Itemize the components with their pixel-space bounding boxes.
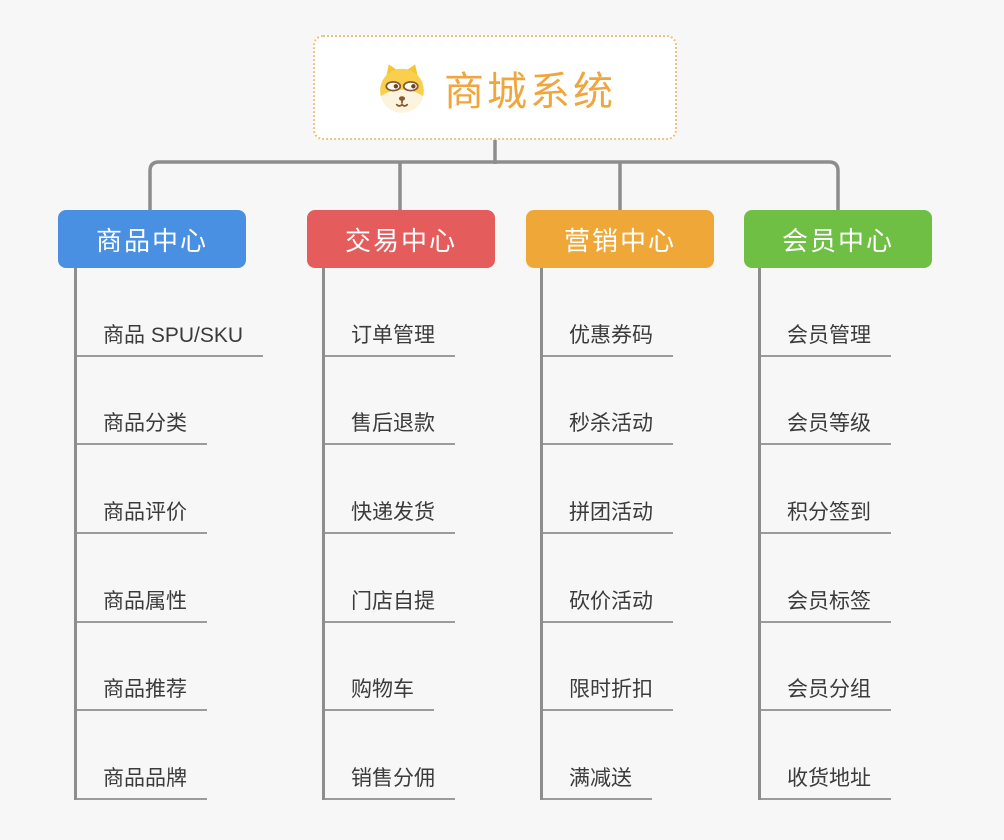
branch-label: 交易中心	[344, 225, 457, 256]
leaf-node[interactable]: 快递发货	[325, 496, 455, 535]
branch-label: 会员中心	[781, 225, 894, 256]
branch-node-marketing-center[interactable]: 营销中心	[526, 210, 714, 268]
leaf-node[interactable]: 商品推荐	[77, 673, 207, 712]
item-cell: 满减送	[543, 711, 780, 801]
leaf-node[interactable]: 积分签到	[761, 496, 891, 535]
leaf-node[interactable]: 秒杀活动	[543, 407, 673, 446]
item-cell: 商品品牌	[77, 711, 314, 801]
leaf-node[interactable]: 商品 SPU/SKU	[77, 319, 264, 357]
branch-items-product-center: 商品 SPU/SKU 商品分类 商品评价 商品属性 商品推荐 商品品牌	[74, 268, 314, 801]
item-cell: 限时折扣	[543, 623, 780, 712]
item-cell: 砍价活动	[543, 534, 780, 623]
item-cell: 会员分组	[761, 623, 998, 712]
leaf-node[interactable]: 商品分类	[77, 407, 207, 446]
item-cell: 优惠券码	[543, 268, 780, 357]
branch-label: 商品中心	[95, 225, 208, 256]
item-cell: 商品属性	[77, 534, 314, 623]
leaf-node[interactable]: 售后退款	[325, 407, 455, 446]
leaf-node[interactable]: 优惠券码	[543, 319, 673, 357]
dog-icon	[380, 63, 424, 112]
leaf-node[interactable]: 会员分组	[761, 673, 891, 712]
branch-node-product-center[interactable]: 商品中心	[58, 210, 246, 268]
leaf-node[interactable]: 订单管理	[325, 319, 455, 357]
item-cell: 快递发货	[325, 445, 562, 535]
leaf-node[interactable]: 收货地址	[761, 762, 891, 801]
leaf-node[interactable]: 拼团活动	[543, 496, 673, 535]
item-cell: 商品 SPU/SKU	[77, 268, 314, 357]
branch-node-trade-center[interactable]: 交易中心	[307, 210, 495, 268]
leaf-node[interactable]: 商品评价	[77, 496, 207, 535]
leaf-node[interactable]: 满减送	[543, 762, 652, 801]
item-cell: 商品分类	[77, 357, 314, 446]
branch-label: 营销中心	[563, 225, 676, 256]
leaf-node[interactable]: 会员等级	[761, 407, 891, 446]
item-cell: 售后退款	[325, 357, 562, 446]
item-cell: 积分签到	[761, 445, 998, 535]
leaf-node[interactable]: 商品属性	[77, 585, 207, 623]
item-cell: 会员等级	[761, 357, 998, 446]
item-cell: 订单管理	[325, 268, 562, 357]
leaf-node[interactable]: 会员管理	[761, 319, 891, 357]
leaf-node[interactable]: 砍价活动	[543, 585, 673, 623]
leaf-node[interactable]: 购物车	[325, 673, 434, 712]
item-cell: 会员标签	[761, 534, 998, 623]
item-cell: 收货地址	[761, 711, 998, 801]
leaf-node[interactable]: 销售分佣	[325, 762, 455, 801]
leaf-node[interactable]: 门店自提	[325, 585, 455, 623]
item-cell: 会员管理	[761, 268, 998, 357]
leaf-node[interactable]: 商品品牌	[77, 762, 207, 801]
item-cell: 秒杀活动	[543, 357, 780, 446]
item-cell: 商品推荐	[77, 623, 314, 712]
item-cell: 门店自提	[325, 534, 562, 623]
item-cell: 购物车	[325, 623, 562, 712]
leaf-node[interactable]: 会员标签	[761, 585, 891, 623]
item-cell: 拼团活动	[543, 445, 780, 535]
leaf-node[interactable]: 限时折扣	[543, 673, 673, 712]
branch-items-trade-center: 订单管理 售后退款 快递发货 门店自提 购物车 销售分佣	[322, 268, 562, 801]
branch-bus-line	[148, 160, 840, 210]
branch-items-marketing-center: 优惠券码 秒杀活动 拼团活动 砍价活动 限时折扣 满减送	[540, 268, 780, 801]
item-cell: 商品评价	[77, 445, 314, 535]
root-node[interactable]: 商城系统	[313, 35, 677, 140]
root-title: 商城系统	[444, 69, 616, 114]
branch-node-member-center[interactable]: 会员中心	[744, 210, 932, 268]
branch-items-member-center: 会员管理 会员等级 积分签到 会员标签 会员分组 收货地址	[758, 268, 998, 801]
item-cell: 销售分佣	[325, 711, 562, 801]
